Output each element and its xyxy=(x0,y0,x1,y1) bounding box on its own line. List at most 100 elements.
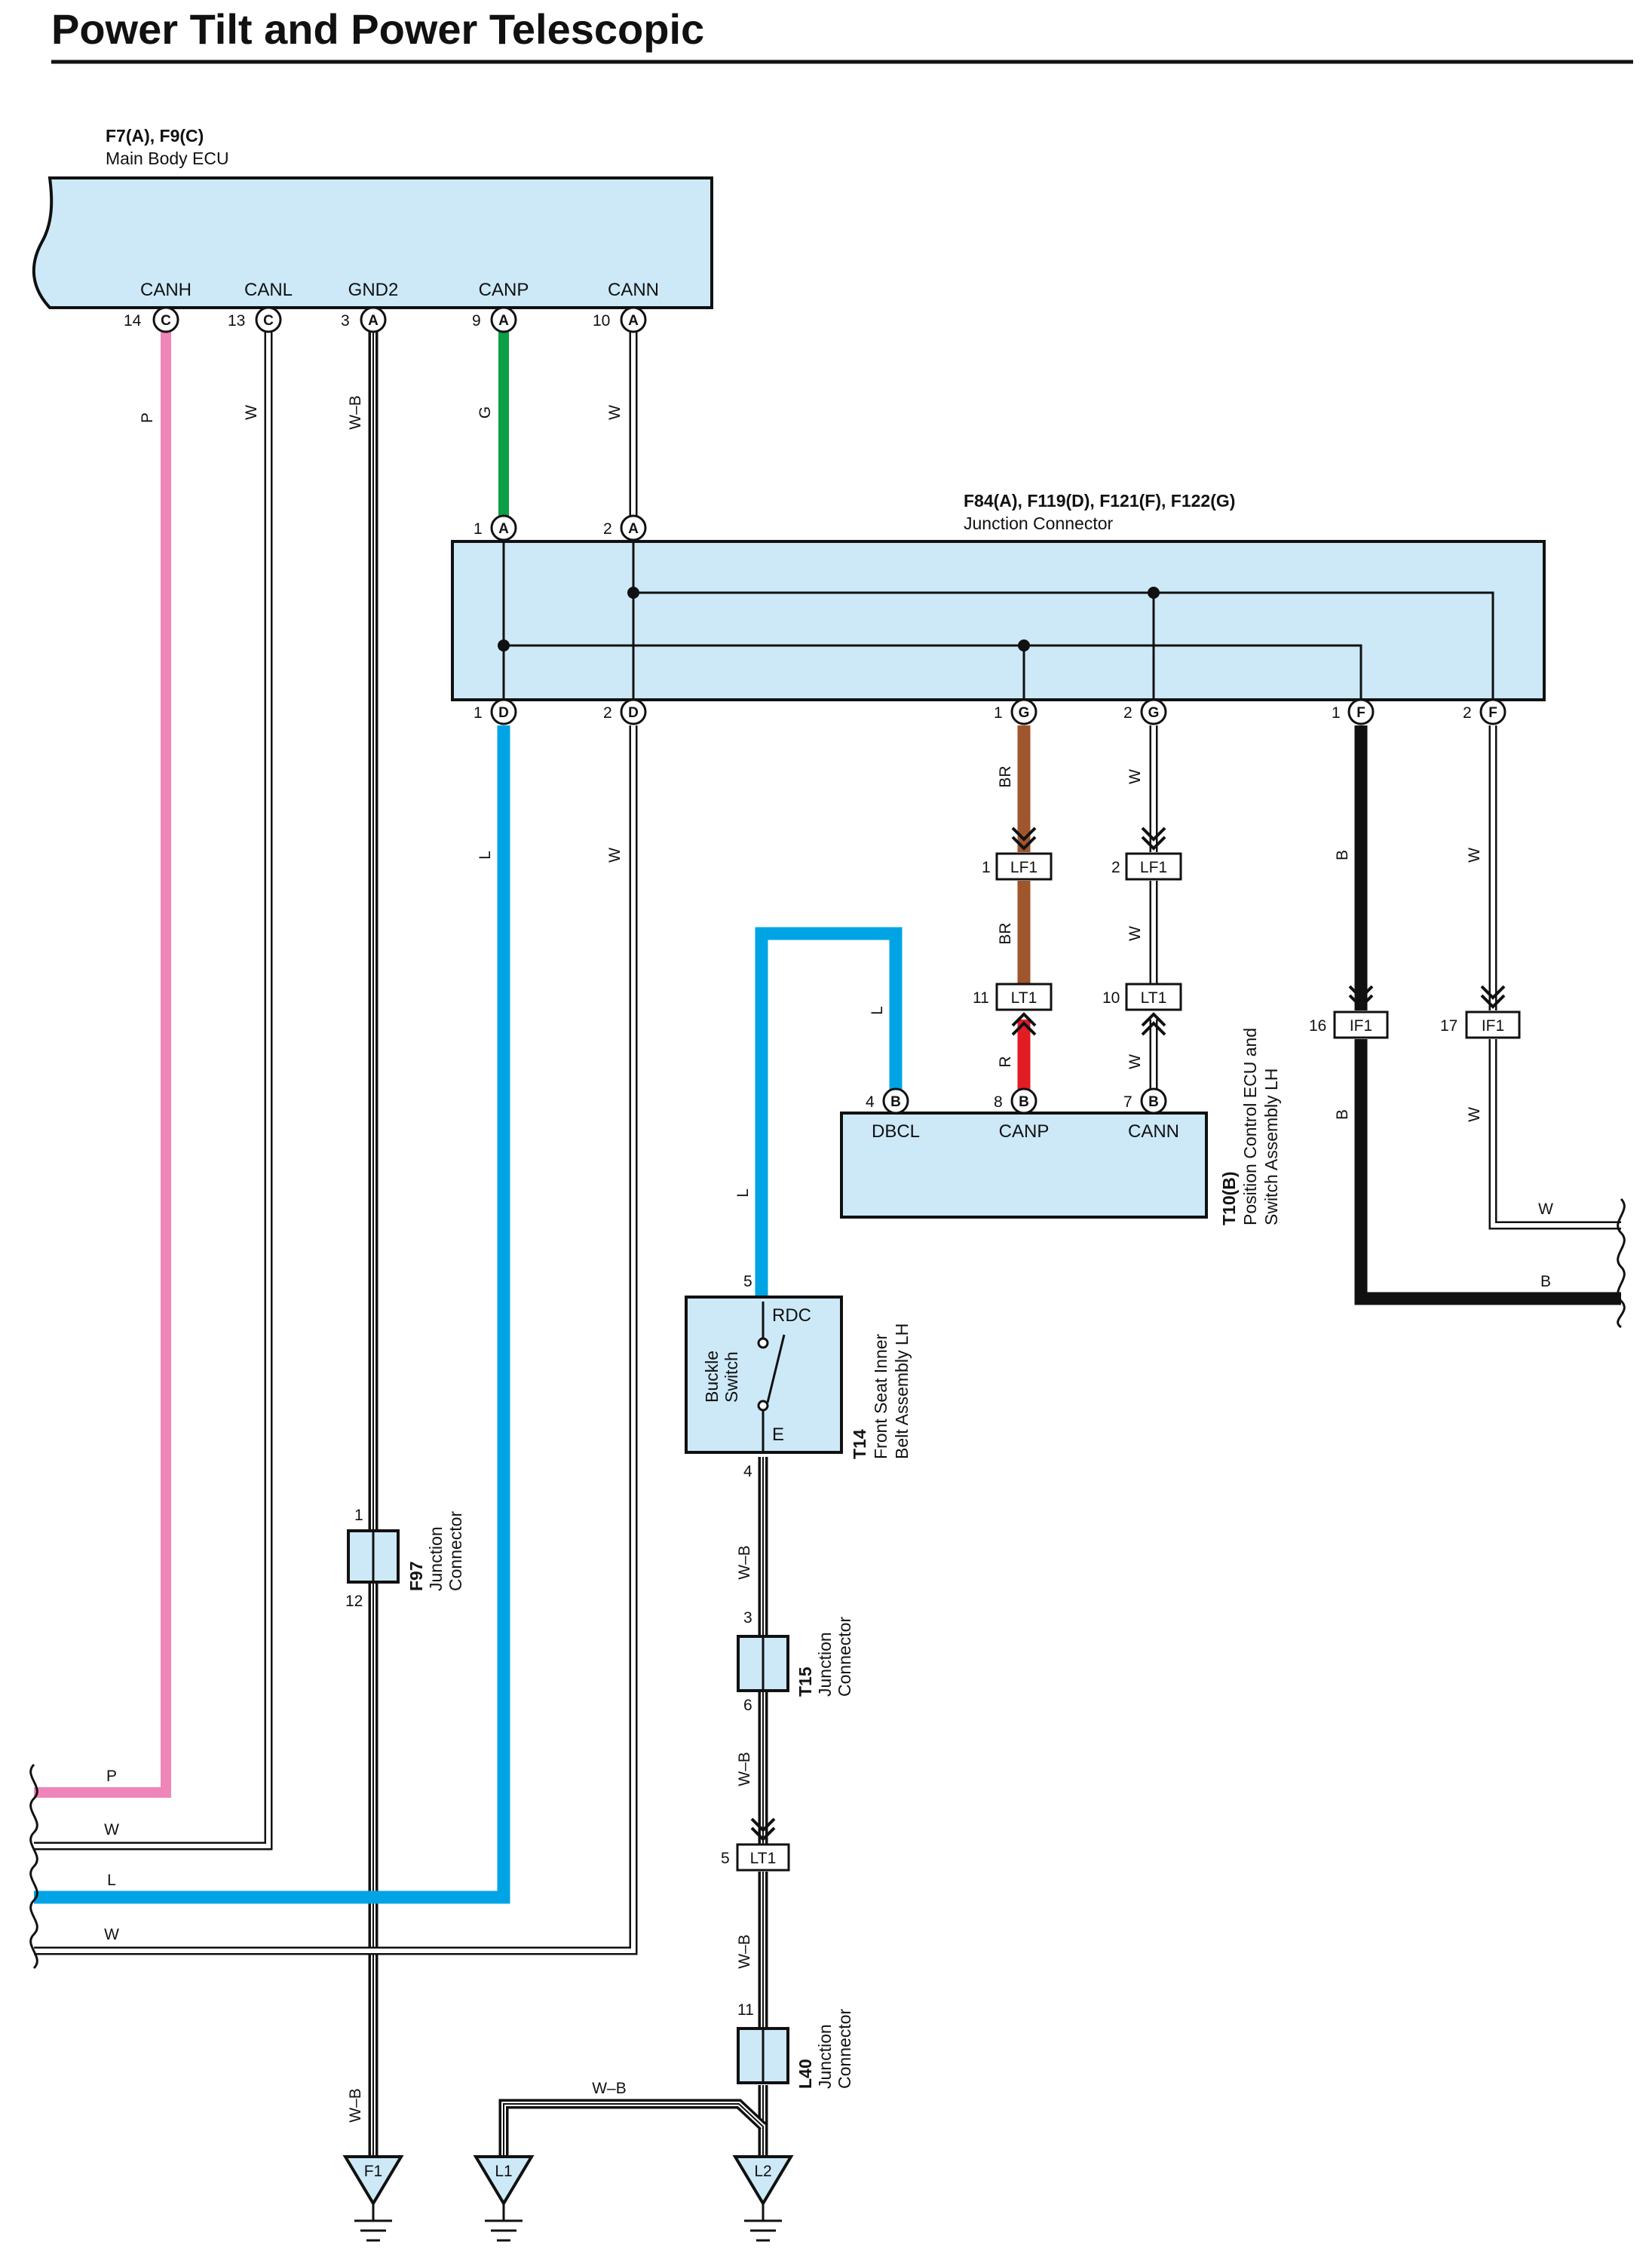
svg-text:W: W xyxy=(1126,1054,1144,1069)
junction-conn-name: Junction Connector xyxy=(964,514,1114,533)
jc-top-pins: A 1 A 2 xyxy=(474,514,647,541)
inline-conn-lf1 xyxy=(1125,852,1182,881)
svg-text:W: W xyxy=(606,405,624,420)
wire-f1-black xyxy=(1354,725,1621,1305)
svg-text:W–B: W–B xyxy=(347,2088,364,2123)
svg-text:B: B xyxy=(1019,1094,1029,1110)
pin-num: 1 xyxy=(354,1507,363,1524)
buckle-name-2: Belt Assembly LH xyxy=(892,1323,912,1459)
inline-conn-lt1 xyxy=(995,983,1053,1011)
jc-splice-dot xyxy=(498,639,510,652)
svg-text:P: P xyxy=(106,1768,117,1785)
chevron-down-icon xyxy=(1348,985,1374,1009)
svg-text:R: R xyxy=(997,1056,1014,1067)
svg-text:1: 1 xyxy=(1332,704,1341,722)
svg-text:7: 7 xyxy=(1123,1093,1132,1111)
chevron-down-icon xyxy=(750,1817,776,1841)
pin-num: 10 xyxy=(1102,989,1120,1007)
l40-line2: Connector xyxy=(835,2009,854,2089)
inline-conn-label: LF1 xyxy=(1140,859,1167,876)
svg-text:B: B xyxy=(890,1094,901,1110)
f97-code: F97 xyxy=(406,1561,426,1591)
svg-text:D: D xyxy=(498,705,509,721)
pin-num: 2 xyxy=(1111,859,1120,876)
svg-text:L: L xyxy=(107,1872,116,1889)
svg-text:D: D xyxy=(628,705,639,721)
svg-text:B: B xyxy=(1334,1109,1351,1120)
pin-num: 17 xyxy=(1440,1017,1457,1035)
svg-text:L: L xyxy=(869,1006,886,1015)
svg-text:2: 2 xyxy=(1463,704,1472,722)
buckle-e: E xyxy=(772,1424,784,1445)
page-title: Power Tilt and Power Telescopic xyxy=(51,5,704,53)
inline-conn-label: LF1 xyxy=(1010,859,1037,876)
pin-num: 5 xyxy=(721,1850,730,1867)
wire-break-right xyxy=(1617,1197,1626,1329)
pos-ecu-code: T10(B) xyxy=(1219,1171,1239,1225)
svg-text:A: A xyxy=(628,521,639,537)
wire-labels: P W W–B G W L W BR BR R W W W B B W W L … xyxy=(104,395,1553,2123)
svg-text:G: G xyxy=(1019,705,1030,721)
svg-text:1: 1 xyxy=(474,704,483,722)
svg-text:A: A xyxy=(628,313,639,329)
svg-text:W: W xyxy=(1466,1107,1483,1122)
pin-num: 16 xyxy=(1309,1017,1326,1035)
t15-line2: Connector xyxy=(835,1617,854,1697)
chevron-down-icon xyxy=(1480,985,1506,1009)
ecu-pin-name: CANH xyxy=(140,280,192,300)
svg-text:P: P xyxy=(139,412,156,423)
buckle-rdc: RDC xyxy=(772,1305,811,1326)
jc-rail-a xyxy=(502,541,1362,700)
pin-num: 11 xyxy=(737,2001,754,2019)
f97-line1: Junction xyxy=(426,1526,446,1591)
svg-text:W: W xyxy=(1126,769,1144,784)
svg-text:F: F xyxy=(1356,705,1365,721)
pin-num: 1 xyxy=(982,859,991,876)
inline-conn-lt1 xyxy=(1125,983,1182,1011)
svg-text:W: W xyxy=(243,405,260,420)
svg-text:G: G xyxy=(477,406,494,419)
junction-conn-box xyxy=(451,540,1546,701)
svg-text:2: 2 xyxy=(1123,704,1132,722)
jc-rail-b xyxy=(632,541,1494,700)
svg-text:B: B xyxy=(1148,1094,1159,1110)
ground-symbol: L1 xyxy=(473,2155,535,2242)
inline-conn-if1 xyxy=(1333,1010,1389,1039)
buckle-code: T14 xyxy=(850,1429,869,1459)
svg-text:3: 3 xyxy=(341,312,350,330)
inline-conn-label: IF1 xyxy=(1350,1017,1372,1035)
pin-num: 4 xyxy=(743,1463,752,1480)
svg-text:1: 1 xyxy=(474,520,483,538)
wire-dbcl xyxy=(755,927,903,1297)
svg-text:2: 2 xyxy=(603,704,612,722)
buckle-switch-1: Buckle xyxy=(702,1351,722,1403)
svg-text:A: A xyxy=(498,313,509,329)
l40-code: L40 xyxy=(795,2059,815,2089)
svg-text:W: W xyxy=(1538,1201,1553,1218)
svg-text:14: 14 xyxy=(124,312,142,330)
pos-ecu-pin-name: DBCL xyxy=(872,1121,920,1142)
svg-text:L: L xyxy=(734,1188,752,1197)
inline-conn-if1 xyxy=(1465,1010,1521,1039)
pos-ecu-name-1: Position Control ECU and xyxy=(1240,1028,1260,1225)
pos-ecu-pins: B 4 B 8 B 7 xyxy=(866,1087,1167,1115)
t15-code: T15 xyxy=(795,1667,815,1697)
pin-num: 6 xyxy=(743,1697,752,1714)
buckle-switch-symbol xyxy=(762,1302,786,1452)
svg-text:W–B: W–B xyxy=(736,1545,753,1580)
wire-canl xyxy=(34,332,273,1851)
svg-text:8: 8 xyxy=(994,1093,1003,1111)
main-ecu-code: F7(A), F9(C) xyxy=(106,126,204,146)
t15-line1: Junction xyxy=(815,1632,835,1697)
position-ecu-box xyxy=(840,1112,1208,1219)
svg-text:13: 13 xyxy=(228,312,245,330)
svg-text:W: W xyxy=(1126,926,1144,941)
svg-text:4: 4 xyxy=(866,1093,875,1111)
svg-text:C: C xyxy=(263,313,274,329)
ecu-pin-name: CANL xyxy=(244,280,293,300)
svg-text:C: C xyxy=(161,313,171,329)
svg-text:L2: L2 xyxy=(754,2163,771,2180)
inline-conn-label: LT1 xyxy=(750,1850,777,1867)
jc-bottom-pins: D 1 D 2 G 1 G 2 F 1 F 2 xyxy=(474,698,1506,725)
jc-splice-dot xyxy=(1018,639,1030,652)
